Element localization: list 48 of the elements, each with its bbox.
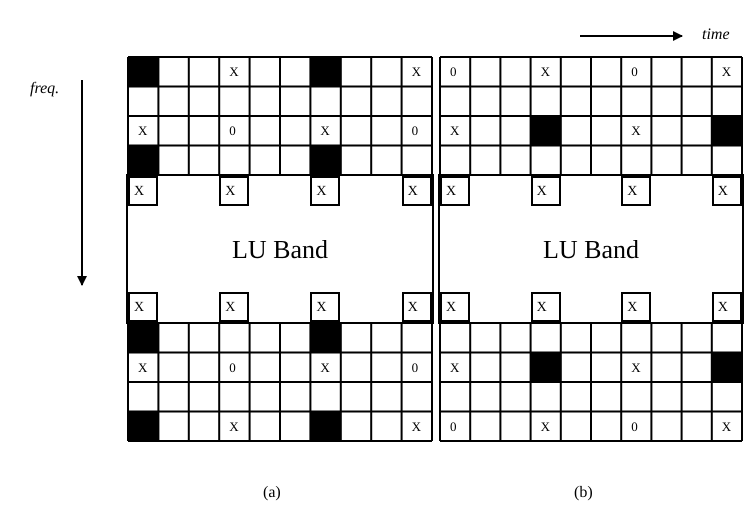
- cell-text: X: [138, 360, 148, 374]
- panel-label: (b): [574, 484, 593, 502]
- marker-box: X: [621, 292, 652, 322]
- axis-label: freq.: [30, 80, 60, 98]
- marker-box: X: [310, 176, 340, 206]
- cell-text: 0: [631, 420, 638, 434]
- cell-text: 0: [450, 65, 456, 79]
- cell-text: 0: [631, 65, 638, 79]
- marker-box: X: [621, 176, 652, 206]
- panel-label: (a): [263, 484, 281, 502]
- band-box: [438, 174, 744, 324]
- cell-text: X: [722, 65, 732, 79]
- cell-text: X: [229, 65, 239, 79]
- cell-text: X: [138, 124, 148, 138]
- band-label: LU Band: [230, 236, 330, 264]
- marker-box: X: [440, 292, 470, 322]
- cell-text: 0: [450, 420, 456, 434]
- cell-text: X: [320, 124, 330, 138]
- cell-text: X: [631, 124, 641, 138]
- cell-text: 0: [412, 124, 418, 138]
- cell-text: X: [229, 420, 239, 434]
- marker-box: X: [219, 176, 250, 206]
- marker-box: X: [712, 176, 742, 206]
- cell-text: X: [631, 360, 641, 374]
- cell-text: X: [540, 65, 550, 79]
- marker-box: X: [128, 292, 158, 322]
- band-box: [126, 174, 434, 324]
- cell-text: 0: [229, 124, 236, 138]
- marker-box: X: [219, 292, 250, 322]
- cell-text: X: [450, 124, 460, 138]
- cell-text: X: [412, 65, 421, 79]
- cell-text: X: [320, 360, 330, 374]
- cell-text: X: [412, 420, 421, 434]
- marker-box: X: [128, 176, 158, 206]
- marker-box: X: [310, 292, 340, 322]
- marker-box: X: [402, 176, 432, 206]
- cell-text: 0: [229, 360, 236, 374]
- marker-box: X: [712, 292, 742, 322]
- marker-box: X: [530, 176, 561, 206]
- marker-box: X: [402, 292, 432, 322]
- band-label: LU Band: [542, 236, 640, 264]
- cell-text: X: [722, 420, 732, 434]
- marker-box: X: [440, 176, 470, 206]
- marker-box: X: [530, 292, 561, 322]
- axis-label: time: [702, 26, 730, 44]
- cell-text: 0: [412, 360, 418, 374]
- cell-text: X: [540, 420, 550, 434]
- cell-text: X: [450, 360, 460, 374]
